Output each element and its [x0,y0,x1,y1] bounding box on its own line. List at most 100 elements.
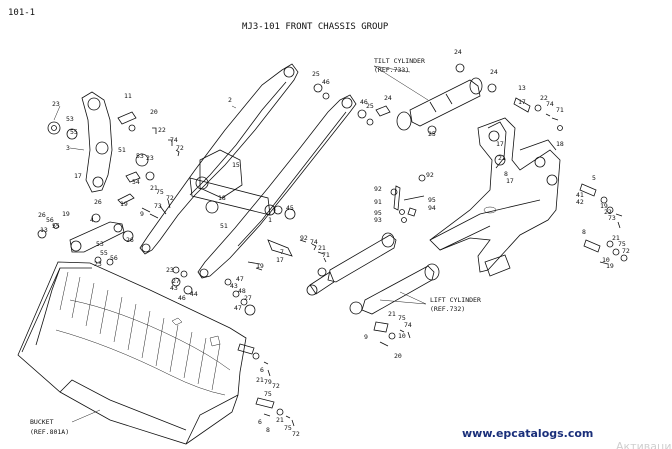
svg-text:17: 17 [496,140,504,148]
lift-cylinder-label: LIFT CYLINDER [430,296,481,304]
svg-text:3: 3 [66,144,70,152]
svg-text:21: 21 [256,376,264,384]
svg-text:71: 71 [322,251,330,259]
leader-lines [53,65,429,423]
hardware-parts [37,83,628,427]
svg-text:18: 18 [218,194,226,202]
svg-text:94: 94 [428,204,436,212]
svg-text:2: 2 [228,96,232,104]
svg-text:75: 75 [264,390,272,398]
svg-text:8: 8 [504,170,508,178]
lift-cylinder-ref-number: (REF.732) [430,305,465,313]
svg-text:42: 42 [576,198,584,206]
svg-text:17: 17 [276,256,284,264]
svg-text:22: 22 [604,208,612,216]
svg-text:19: 19 [120,200,128,208]
svg-text:25: 25 [312,70,320,78]
svg-text:72: 72 [272,382,280,390]
link-bar [69,221,125,253]
svg-text:22: 22 [540,94,548,102]
svg-text:26: 26 [94,198,102,206]
tilt-cylinder-ref-number: (REF.733) [374,66,409,74]
svg-text:55: 55 [70,128,78,136]
svg-text:21: 21 [150,184,158,192]
svg-text:21: 21 [318,244,326,252]
svg-text:75: 75 [284,424,292,432]
svg-text:4: 4 [90,216,94,224]
svg-text:47: 47 [236,275,244,283]
svg-text:1: 1 [268,216,272,224]
svg-text:74: 74 [310,238,318,246]
svg-text:79: 79 [264,378,272,386]
svg-text:19: 19 [600,202,608,210]
svg-text:73: 73 [608,214,616,222]
svg-text:45: 45 [286,204,294,212]
svg-text:73: 73 [154,202,162,210]
svg-text:53: 53 [96,240,104,248]
svg-text:25: 25 [428,130,436,138]
svg-text:56: 56 [46,216,54,224]
svg-text:17: 17 [506,177,514,185]
svg-text:41: 41 [576,191,584,199]
svg-text:51: 51 [118,146,126,154]
boom-arms [139,63,357,279]
svg-text:91: 91 [374,198,382,206]
svg-text:19: 19 [606,262,614,270]
svg-text:26: 26 [126,236,134,244]
watermark-site: www.epcatalogs.com [462,427,593,440]
svg-text:46: 46 [322,78,330,86]
page-number: 101-1 [8,8,35,18]
svg-text:75: 75 [156,188,164,196]
svg-text:15: 15 [232,161,240,169]
svg-text:23: 23 [94,260,102,268]
tilt-cylinder-drawing [396,63,497,135]
svg-text:56: 56 [110,254,118,262]
svg-text:71: 71 [556,106,564,114]
svg-text:17: 17 [74,172,82,180]
svg-text:20: 20 [394,352,402,360]
svg-text:7: 7 [280,248,284,256]
svg-text:46: 46 [178,294,186,302]
svg-text:10: 10 [398,332,406,340]
svg-text:95: 95 [428,196,436,204]
svg-text:8: 8 [582,228,586,236]
svg-text:92: 92 [426,171,434,179]
svg-text:9: 9 [364,333,368,341]
svg-text:6: 6 [260,366,264,374]
svg-text:92: 92 [300,234,308,242]
diagram-title: MJ3-101 FRONT CHASSIS GROUP [242,22,389,32]
bucket-label: BUCKET [30,418,54,426]
bucket-drawing [17,261,247,445]
svg-text:13: 13 [40,226,48,234]
svg-text:46: 46 [360,98,368,106]
svg-text:24: 24 [384,94,392,102]
svg-text:19: 19 [256,262,264,270]
bell-crank [47,91,113,193]
lift-cylinder-ref: LIFT CYLINDER (REF.732) [430,296,481,313]
svg-text:9: 9 [140,210,144,218]
lift-cylinder-drawing [306,232,440,315]
svg-text:19: 19 [62,210,70,218]
svg-text:75: 75 [618,240,626,248]
svg-text:47: 47 [234,304,242,312]
svg-text:17: 17 [518,98,526,106]
svg-text:11: 11 [124,92,132,100]
svg-text:72: 72 [166,194,174,202]
svg-text:23: 23 [146,154,154,162]
svg-text:6: 6 [258,418,262,426]
svg-text:24: 24 [490,68,498,76]
svg-text:95: 95 [374,209,382,217]
svg-text:74: 74 [170,136,178,144]
svg-text:54: 54 [132,178,140,186]
svg-text:53: 53 [136,152,144,160]
svg-text:21: 21 [498,154,506,162]
svg-text:74: 74 [404,321,412,329]
svg-text:48: 48 [238,287,246,295]
svg-text:21: 21 [612,234,620,242]
svg-text:93: 93 [374,216,382,224]
svg-text:72: 72 [176,144,184,152]
svg-text:22: 22 [158,126,166,134]
svg-text:21: 21 [276,416,284,424]
svg-text:55: 55 [52,222,60,230]
front-frame-drawing [429,117,561,277]
